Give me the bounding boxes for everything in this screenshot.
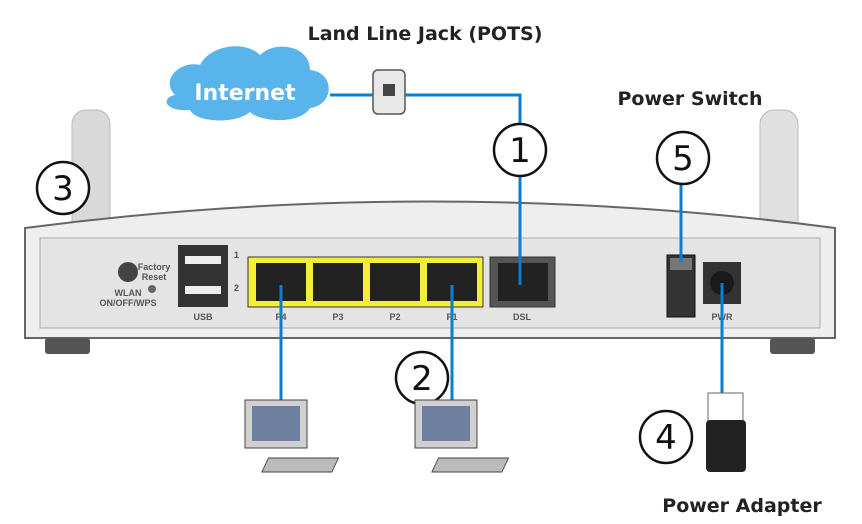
usb-port-1[interactable]: [185, 256, 221, 264]
callout-4: [638, 409, 694, 465]
power-switch-rocker: [670, 258, 692, 270]
p3-label: P3: [332, 312, 343, 322]
router-foot-right: [770, 338, 815, 354]
wlan-sub-label: ON/OFF/WPS: [100, 298, 157, 308]
callout-5: [655, 130, 711, 186]
dsl-port[interactable]: [498, 263, 548, 301]
callout-3: [35, 160, 91, 216]
usb-port-2[interactable]: [185, 286, 221, 294]
factory-reset-button[interactable]: [148, 285, 156, 293]
usb2-label: 2: [234, 283, 239, 293]
dsl-label: DSL: [513, 312, 532, 322]
callout-3-number: 3: [52, 169, 74, 209]
router-foot-left: [45, 338, 90, 354]
phone-jack-socket: [383, 84, 395, 96]
p2-label: P2: [389, 312, 400, 322]
usb1-label: 1: [234, 250, 239, 260]
power-adapter-icon: [706, 420, 746, 472]
power-switch-label: Power Switch: [617, 88, 762, 110]
lan-port-p2[interactable]: [370, 263, 420, 301]
reset-label: Reset: [142, 272, 167, 282]
internet-cloud-icon: [166, 46, 329, 121]
wlan-button[interactable]: [118, 262, 138, 282]
callout-1: [492, 122, 548, 178]
outlet-plug-icon: [707, 392, 744, 424]
callout-2-number: 2: [411, 359, 433, 399]
power-adapter-label: Power Adapter: [662, 495, 822, 517]
factory-label: Factory: [138, 262, 171, 272]
callout-4-number: 4: [655, 418, 677, 458]
lan-port-p3[interactable]: [313, 263, 363, 301]
computer-icon-right: [414, 399, 510, 473]
callout-1-number: 1: [509, 131, 531, 171]
callout-5-number: 5: [672, 139, 694, 179]
pots-label: Land Line Jack (POTS): [308, 23, 543, 45]
internet-label: Internet: [194, 81, 296, 106]
usb-label: USB: [193, 312, 213, 322]
wlan-label: WLAN: [115, 288, 142, 298]
computer-icon-left: [244, 399, 340, 473]
usb-block: [178, 245, 228, 307]
